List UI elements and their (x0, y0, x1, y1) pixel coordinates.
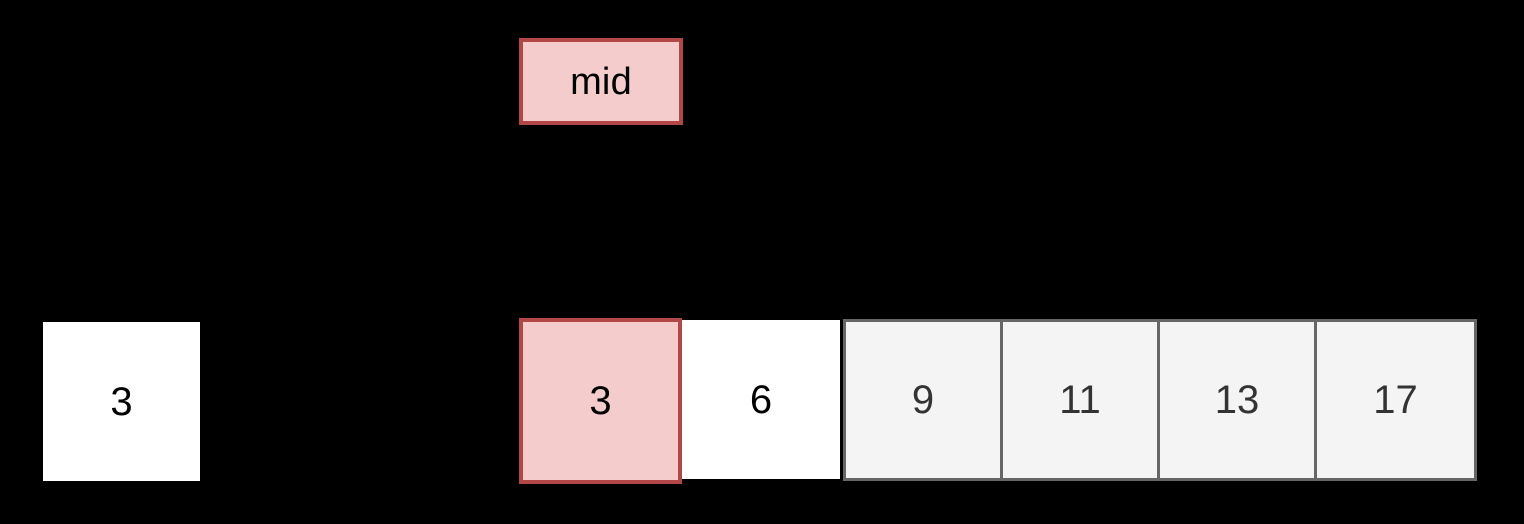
array-cell-2-value: 9 (911, 378, 935, 422)
array-cell-4-value: 13 (1214, 378, 1260, 422)
array-cell-3: 11 (1003, 322, 1160, 478)
array-cell-1-value: 6 (749, 377, 773, 422)
array-row: 3 6 9 11 13 17 (519, 318, 1477, 484)
pointer-label-mid-text: mid (570, 60, 632, 103)
array-cell-2: 9 (846, 322, 1003, 478)
single-cell-value: 3 (110, 379, 133, 424)
array-cell-0-value: 3 (589, 379, 612, 423)
array-cell-3-value: 11 (1059, 378, 1101, 422)
array-cell-1: 6 (682, 320, 840, 479)
array-cell-5-value: 17 (1373, 378, 1418, 422)
array-cell-5: 17 (1317, 322, 1474, 478)
single-cell-result: 3 (43, 322, 200, 481)
array-cell-4: 13 (1160, 322, 1317, 478)
array-excluded-group: 9 11 13 17 (843, 319, 1477, 481)
array-cell-0: 3 (519, 318, 682, 484)
pointer-label-mid: mid (519, 38, 683, 125)
